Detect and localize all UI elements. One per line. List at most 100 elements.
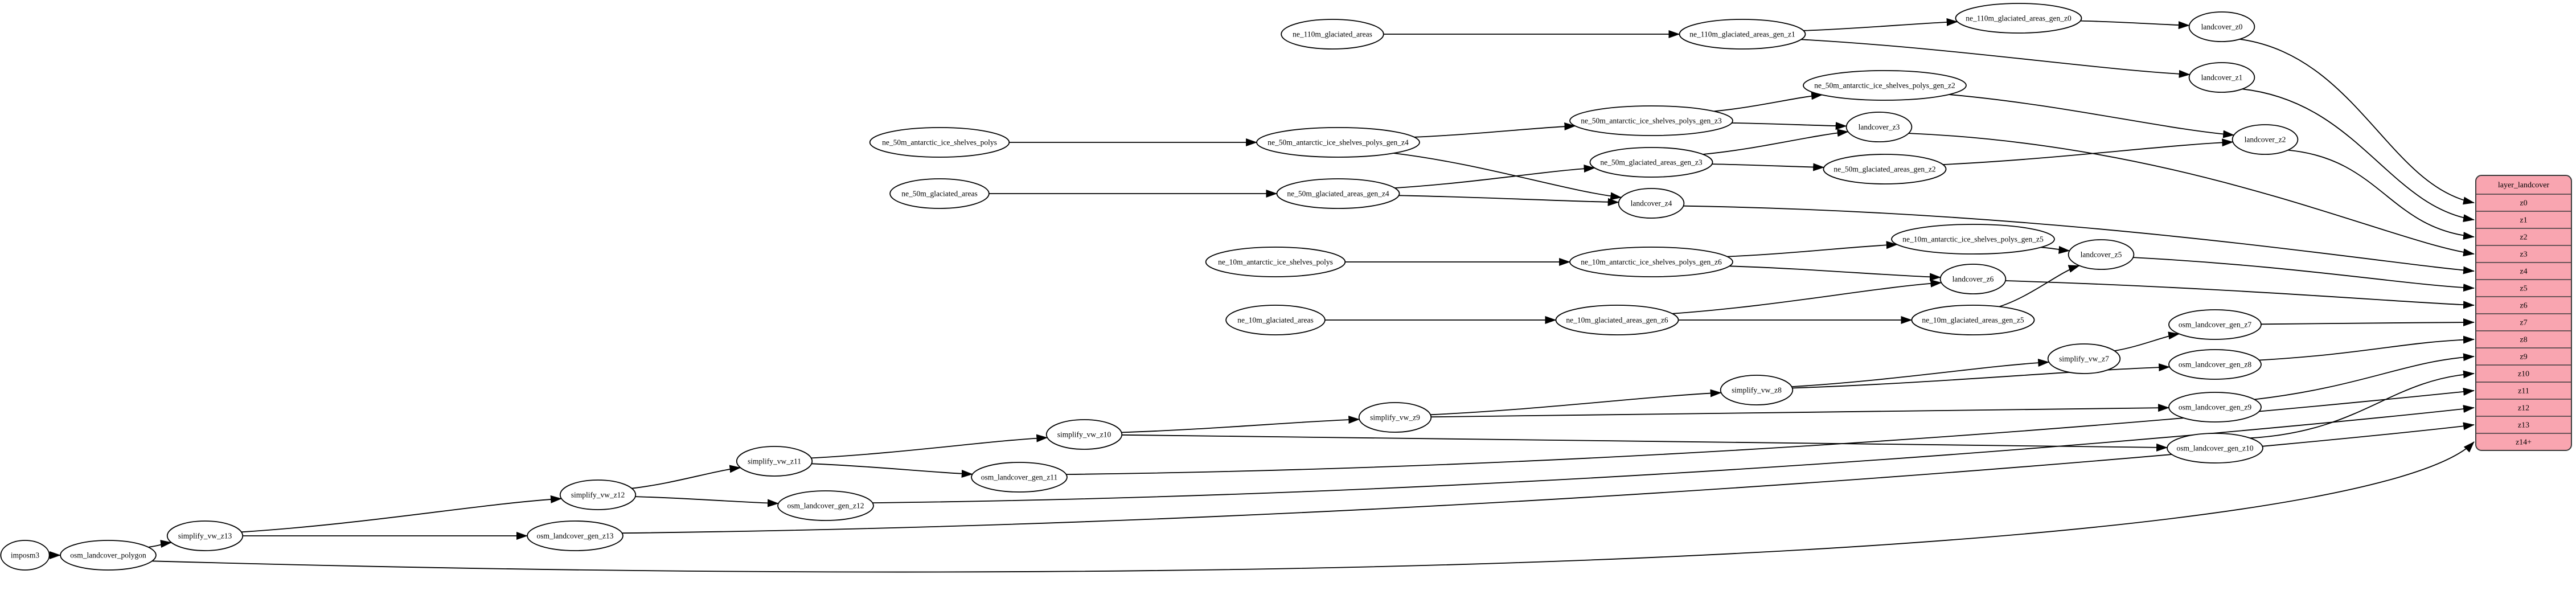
- node-landcover_z3: landcover_z3: [1845, 112, 1913, 142]
- node-ellipse: [971, 462, 1068, 493]
- node-ellipse: [166, 520, 244, 551]
- edge-ne_50m_antarctic_ice_shelves_polys_gen_z3-to-landcover_z3: [1732, 122, 1847, 130]
- node-osm_landcover_polygon: osm_landcover_polygon: [60, 540, 157, 571]
- edges-layer: [49, 18, 2475, 573]
- node-landcover_z1: landcover_z1: [2188, 62, 2255, 93]
- node-label: imposm3: [11, 551, 40, 560]
- table-row-z3: z3: [2520, 251, 2527, 259]
- edge-osm_landcover_gen_z9-to-z9: [2254, 353, 2475, 400]
- node-label: ne_50m_antarctic_ice_shelves_polys_gen_z…: [1268, 138, 1409, 147]
- table-row-z5: z5: [2520, 285, 2527, 293]
- node-ellipse: [1225, 305, 1326, 335]
- node-label: landcover_z2: [2245, 136, 2286, 144]
- table-row-z4: z4: [2520, 268, 2527, 276]
- table-row-z8: z8: [2520, 336, 2527, 345]
- node-label: osm_landcover_gen_z8: [2179, 360, 2251, 369]
- node-landcover_z5: landcover_z5: [2068, 239, 2135, 270]
- edge-simplify_vw_z11-to-osm_landcover_gen_z11: [811, 463, 973, 478]
- node-ellipse: [2068, 239, 2135, 270]
- node-ellipse: [1256, 127, 1420, 158]
- node-label: landcover_z0: [2201, 23, 2243, 31]
- node-ellipse: [1555, 305, 1679, 335]
- nodes-layer: imposm3 osm_landcover_polygon simplify_vw_…: [0, 3, 2299, 571]
- node-ne_10m_antarctic_ice_shelves_polys_gen_z6: ne_10m_antarctic_ice_shelves_polys_gen_z…: [1569, 247, 1733, 277]
- edge-osm_landcover_polygon-to-simplify_vw_z13: [148, 540, 172, 548]
- edge-simplify_vw_z12-to-osm_landcover_gen_z12: [635, 496, 779, 507]
- node-label: ne_50m_glaciated_areas: [901, 190, 977, 198]
- node-osm_landcover_gen_z8: osm_landcover_gen_z8: [2168, 349, 2262, 380]
- node-label: ne_50m_antarctic_ice_shelves_polys_gen_z…: [1814, 81, 1955, 90]
- edge-ne_50m_glaciated_areas_gen_z2-to-landcover_z2: [1943, 138, 2234, 165]
- edge-simplify_vw_z9-to-osm_landcover_gen_z9: [1431, 404, 2170, 418]
- edge-ne_50m_antarctic_ice_shelves_polys_gen_z2-to-landcover_z2: [1949, 94, 2235, 138]
- edge-osm_landcover_polygon-to-z14+: [152, 441, 2475, 573]
- edge-ne_50m_antarctic_ice_shelves_polys_gen_z4-to-landcover_z4: [1393, 153, 1622, 200]
- node-label: simplify_vw_z7: [2059, 355, 2109, 363]
- node-simplify_vw_z8: simplify_vw_z8: [1720, 375, 1794, 405]
- edge-ne_10m_antarctic_ice_shelves_polys_gen_z6-to-ne_10m_antarctic_ice_shelves_polys_gen_z5: [1727, 241, 1898, 257]
- node-ellipse: [1358, 402, 1432, 433]
- node-ne_50m_antarctic_ice_shelves_polys_gen_z4: ne_50m_antarctic_ice_shelves_polys_gen_z…: [1256, 127, 1420, 158]
- node-label: landcover_z3: [1859, 123, 1900, 132]
- node-osm_landcover_gen_z11: osm_landcover_gen_z11: [971, 462, 1068, 493]
- layer-landcover-table: layer_landcoverz0z1z2z3z4z5z6z7z8z9z10z1…: [2475, 175, 2572, 451]
- node-osm_landcover_gen_z7: osm_landcover_gen_z7: [2168, 309, 2262, 340]
- node-ne_110m_glaciated_areas_gen_z0: ne_110m_glaciated_areas_gen_z0: [1955, 3, 2082, 34]
- node-ellipse: [1823, 154, 1947, 184]
- node-label: simplify_vw_z13: [178, 532, 232, 540]
- table-row-z1: z1: [2520, 216, 2527, 225]
- node-label: landcover_z1: [2201, 73, 2243, 82]
- node-ellipse: [2168, 309, 2262, 340]
- node-ellipse: [889, 178, 990, 209]
- edge-landcover_z4-to-z4: [1683, 205, 2475, 274]
- edge-simplify_vw_z11-to-simplify_vw_z10: [811, 434, 1048, 459]
- edge-osm_landcover_gen_z10-to-z10: [2250, 370, 2475, 439]
- node-label: ne_10m_glaciated_areas_gen_z5: [1922, 316, 2024, 325]
- node-ne_50m_antarctic_ice_shelves_polys: ne_50m_antarctic_ice_shelves_polys: [869, 127, 1010, 158]
- node-ne_50m_glaciated_areas: ne_50m_glaciated_areas: [889, 178, 990, 209]
- node-ellipse: [869, 127, 1010, 158]
- edge-landcover_z6-to-z6: [2005, 280, 2475, 309]
- node-ellipse: [1589, 147, 1713, 178]
- node-osm_landcover_gen_z12: osm_landcover_gen_z12: [777, 490, 874, 521]
- node-ne_50m_antarctic_ice_shelves_polys_gen_z2: ne_50m_antarctic_ice_shelves_polys_gen_z…: [1803, 70, 1967, 101]
- node-ellipse: [2188, 62, 2255, 93]
- node-simplify_vw_z10: simplify_vw_z10: [1045, 419, 1123, 450]
- table-row-z0: z0: [2520, 199, 2527, 208]
- table-row-z7: z7: [2520, 319, 2527, 327]
- edge-simplify_vw_z8-to-simplify_vw_z7: [1791, 359, 2050, 387]
- node-ne_50m_glaciated_areas_gen_z4: ne_50m_glaciated_areas_gen_z4: [1276, 178, 1400, 209]
- node-ellipse: [1911, 305, 2035, 335]
- node-ellipse: [1891, 224, 2055, 255]
- node-label: osm_landcover_gen_z12: [787, 502, 864, 510]
- node-ellipse: [2232, 124, 2299, 155]
- node-ne_10m_glaciated_areas_gen_z5: ne_10m_glaciated_areas_gen_z5: [1911, 305, 2035, 335]
- node-ellipse: [1720, 375, 1794, 405]
- edge-landcover_z3-to-z3: [1908, 133, 2475, 257]
- edge-osm_landcover_gen_z8-to-z8: [2259, 335, 2475, 361]
- edge-ne_50m_antarctic_ice_shelves_polys_gen_z3-to-ne_50m_antarctic_ice_shelves_polys_gen_z2: [1713, 92, 1823, 112]
- edge-ne_10m_antarctic_ice_shelves_polys_gen_z5-to-landcover_z5: [2041, 245, 2070, 254]
- node-simplify_vw_z13: simplify_vw_z13: [166, 520, 244, 551]
- node-ne_10m_antarctic_ice_shelves_polys: ne_10m_antarctic_ice_shelves_polys: [1205, 247, 1346, 277]
- edge-landcover_z1-to-z1: [2242, 88, 2475, 223]
- node-simplify_vw_z12: simplify_vw_z12: [559, 479, 637, 510]
- node-label: simplify_vw_z9: [1370, 413, 1420, 422]
- node-label: simplify_vw_z12: [571, 491, 625, 499]
- node-ellipse: [1045, 419, 1123, 450]
- table-row-z9: z9: [2520, 353, 2527, 362]
- edge-osm_landcover_gen_z12-to-z12: [872, 405, 2475, 503]
- node-ellipse: [1569, 247, 1733, 277]
- node-landcover_z2: landcover_z2: [2232, 124, 2299, 155]
- edge-landcover_z5-to-z5: [2133, 257, 2475, 292]
- node-label: simplify_vw_z10: [1057, 430, 1111, 439]
- edge-simplify_vw_z8-to-osm_landcover_gen_z8: [1792, 363, 2171, 389]
- node-label: simplify_vw_z11: [748, 457, 801, 466]
- node-ne_10m_antarctic_ice_shelves_polys_gen_z5: ne_10m_antarctic_ice_shelves_polys_gen_z…: [1891, 224, 2055, 255]
- node-ellipse: [1276, 178, 1400, 209]
- node-ellipse: [1569, 105, 1733, 136]
- edge-osm_landcover_gen_z11-to-z11: [1066, 387, 2475, 475]
- edge-simplify_vw_z9-to-simplify_vw_z8: [1430, 389, 1722, 416]
- edge-landcover_z2-to-z2: [2287, 149, 2475, 240]
